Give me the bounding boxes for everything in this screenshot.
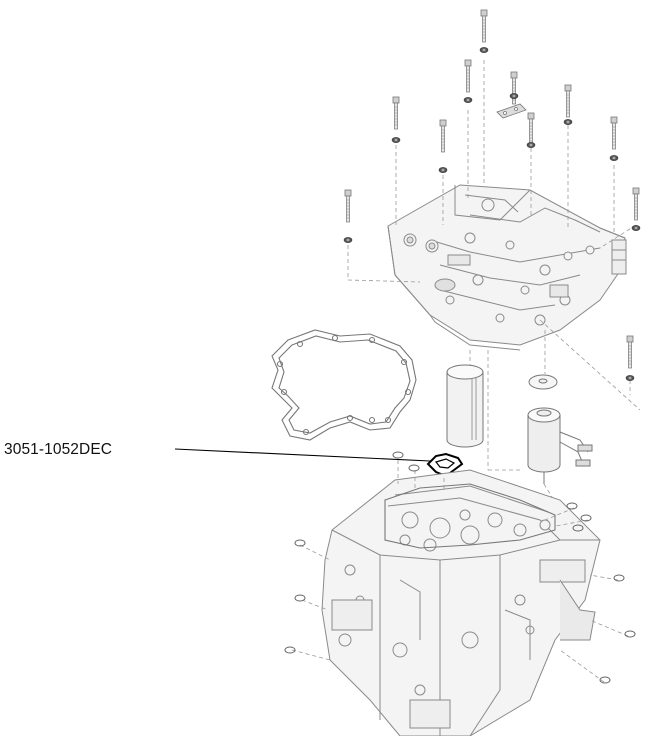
solenoid [527,374,593,484]
gasket [271,329,417,441]
sleeve [446,364,484,448]
leader-line [174,448,431,462]
part-number-label: 3051-1052DEC [4,441,113,458]
upper-valve-body [387,184,627,351]
lower-valve-body [321,469,601,736]
small-bracket [496,103,527,119]
upper-bolts [347,60,637,395]
highlighted-part [426,452,464,478]
